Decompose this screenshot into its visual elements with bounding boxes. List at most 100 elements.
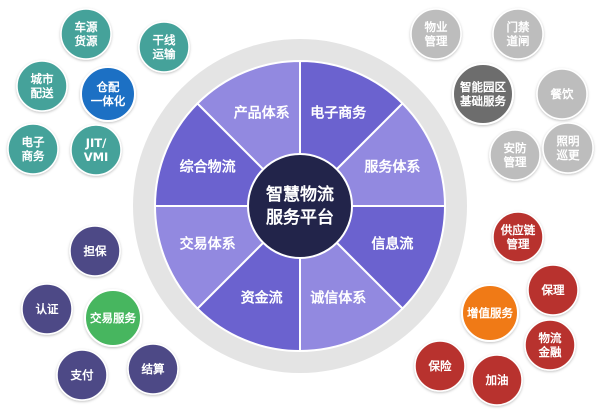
wheel-segment-label: 综合物流 — [180, 159, 236, 176]
bubble-circle — [138, 21, 190, 73]
cluster-layer: 车源货源干线运输城市配送电子商务JIT/VMI仓配一体化物业管理门禁道闸餐饮安防… — [7, 8, 594, 406]
bubble-label: 货源 — [74, 34, 98, 48]
bubble-label: 物流 — [539, 331, 562, 345]
hub-bubble-label: 智能园区 — [460, 80, 506, 94]
wheel-segment-label: 电子商务 — [310, 105, 367, 122]
bubble-label: 管理 — [504, 155, 527, 169]
bubble-label: 道闸 — [507, 34, 530, 48]
bubble-label: 餐饮 — [550, 87, 574, 101]
wheel-segment-label: 服务体系 — [364, 159, 420, 176]
cluster-bubble: 认证 — [21, 283, 73, 335]
bubble-label: 照明 — [557, 134, 580, 148]
hub-bubble-circle — [84, 289, 142, 347]
bubble-label: 城市 — [31, 72, 54, 86]
bubble-circle — [414, 340, 466, 392]
bubble-label: 支付 — [70, 368, 94, 382]
bubble-label: 车源 — [75, 20, 98, 34]
bubble-label: 商务 — [22, 149, 45, 163]
bubble-circle — [60, 8, 112, 60]
bubble-label: 干线 — [153, 33, 176, 47]
bubble-label: 管理 — [507, 237, 530, 251]
cluster-bubble: 支付 — [56, 349, 108, 401]
bubble-label: 配送 — [31, 86, 54, 100]
wheel-segment-label: 资金流 — [241, 289, 283, 306]
hub-bubble-label: 仓配 — [96, 80, 120, 94]
wheel-segment-label: 交易体系 — [180, 235, 236, 252]
bubble-circle — [127, 343, 179, 395]
hub-bubble-label: 增值服务 — [467, 306, 513, 320]
cluster-bubble: 电子商务 — [7, 123, 59, 175]
bubble-label: 认证 — [36, 302, 59, 316]
hub-bubble-circle — [461, 284, 519, 342]
bubble-circle — [527, 264, 579, 316]
cluster-logistics: 车源货源干线运输城市配送电子商务JIT/VMI仓配一体化 — [7, 8, 190, 176]
bubble-circle — [16, 60, 68, 112]
bubble-label: 保险 — [428, 359, 452, 373]
bubble-label: 金融 — [538, 345, 562, 359]
bubble-circle — [21, 283, 73, 335]
bubble-circle — [69, 225, 121, 277]
center-hub — [247, 153, 353, 259]
bubble-label: VMI — [84, 150, 109, 164]
bubble-label: 保理 — [541, 283, 565, 297]
center-title: 智慧物流 — [266, 184, 334, 205]
bubble-circle — [542, 122, 594, 174]
bubble-circle — [492, 8, 544, 60]
cluster-bubble: JIT/VMI — [70, 124, 122, 176]
cluster-bubble: 结算 — [127, 343, 179, 395]
bubble-circle — [7, 123, 59, 175]
hub-bubble-label: 交易服务 — [90, 311, 136, 325]
bubble-circle — [489, 129, 541, 181]
cluster-hub-bubble: 交易服务 — [84, 289, 142, 347]
bubble-label: 管理 — [425, 34, 448, 48]
cluster-bubble: 保险 — [414, 340, 466, 392]
cluster-bubble: 保理 — [527, 264, 579, 316]
bubble-label: 结算 — [141, 362, 165, 376]
hub-bubble-label: 一体化 — [91, 94, 126, 108]
cluster-bubble: 加油 — [471, 354, 523, 406]
bubble-label: 供应链 — [500, 223, 536, 237]
bubble-circle — [524, 319, 576, 371]
bubble-circle — [471, 354, 523, 406]
wheel-segment-label: 信息流 — [371, 235, 413, 252]
cluster-hub-bubble: 增值服务 — [461, 284, 519, 342]
wheel-segment-label: 产品体系 — [234, 105, 290, 122]
bubble-circle — [70, 124, 122, 176]
bubble-label: 巡更 — [557, 148, 580, 162]
cluster-bubble: 餐饮 — [536, 68, 588, 120]
wheel-segment-label: 诚信体系 — [310, 289, 366, 306]
bubble-label: 加油 — [485, 373, 509, 387]
hub-bubble-circle — [80, 66, 136, 122]
bubble-label: 安防 — [504, 141, 527, 155]
center-subtitle: 服务平台 — [266, 207, 334, 228]
bubble-label: 物业 — [425, 20, 448, 34]
bubble-label: JIT/ — [85, 136, 107, 150]
bubble-circle — [56, 349, 108, 401]
hub-bubble-circle — [452, 63, 514, 125]
cluster-bubble: 担保 — [69, 225, 121, 277]
hub-bubble-label: 基础服务 — [459, 94, 506, 108]
bubble-circle — [536, 68, 588, 120]
bubble-label: 担保 — [84, 244, 107, 258]
bubble-circle — [492, 211, 544, 263]
bubble-circle — [410, 8, 462, 60]
bubble-label: 门禁 — [507, 20, 530, 34]
bubble-label: 运输 — [153, 47, 176, 61]
